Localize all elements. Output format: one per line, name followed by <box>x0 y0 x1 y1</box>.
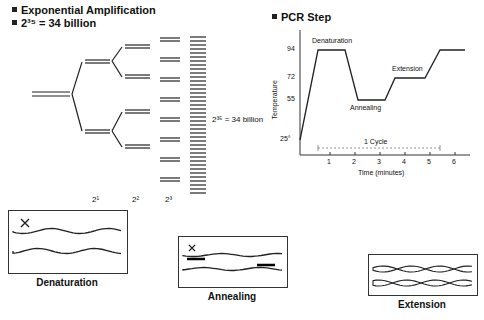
dna-strands <box>369 255 477 295</box>
illustration-frame <box>8 210 128 274</box>
dna-strands <box>179 237 287 287</box>
axis-value: 94 <box>287 45 295 53</box>
tick-label: 1 <box>327 158 331 166</box>
tick-label: 5 <box>427 158 431 166</box>
illustration-frame <box>368 254 478 296</box>
amplification-ladder <box>32 38 180 181</box>
panel-caption: Annealing <box>178 291 286 302</box>
bullet <box>272 14 277 19</box>
tick-label: 6 <box>452 158 456 166</box>
step-label: Annealing <box>350 104 381 112</box>
axis-title: Time (minutes) <box>358 169 404 177</box>
bullet-heading: PCR Step <box>281 11 331 23</box>
bullet-heading: Exponential Amplification <box>21 4 156 16</box>
tick-label: 2 <box>352 158 356 166</box>
step-label: Extension <box>392 65 423 73</box>
bullet <box>12 20 17 25</box>
result-label: 2³⁵ = 34 billion <box>212 116 263 125</box>
axis-value: 72 <box>287 73 295 81</box>
axis-value: 55 <box>287 95 295 103</box>
bullet <box>12 7 17 12</box>
amplification-stack <box>190 36 206 196</box>
tick-label: 3 <box>377 158 381 166</box>
power-label: 2² <box>132 196 139 205</box>
extension-panel: Extension <box>368 254 476 310</box>
annealing-panel: Annealing <box>178 236 286 302</box>
dna-strands <box>9 211 127 273</box>
tick-label: 4 <box>402 158 406 166</box>
step-label: Denaturation <box>312 37 352 45</box>
power-label: 2¹ <box>92 196 99 205</box>
temperature-graph <box>300 30 470 155</box>
panel-caption: Extension <box>368 299 476 310</box>
bullet-text: 2³⁵ = 34 billion <box>21 17 96 29</box>
axis-title: Temperature <box>271 80 279 119</box>
cycle-label: 1 Cycle <box>364 138 387 146</box>
panel-caption: Denaturation <box>8 277 126 288</box>
denaturation-panel: Denaturation <box>8 210 126 288</box>
illustration-frame <box>178 236 288 288</box>
axis-value: 25° <box>280 135 291 143</box>
power-label: 2³ <box>165 196 172 205</box>
